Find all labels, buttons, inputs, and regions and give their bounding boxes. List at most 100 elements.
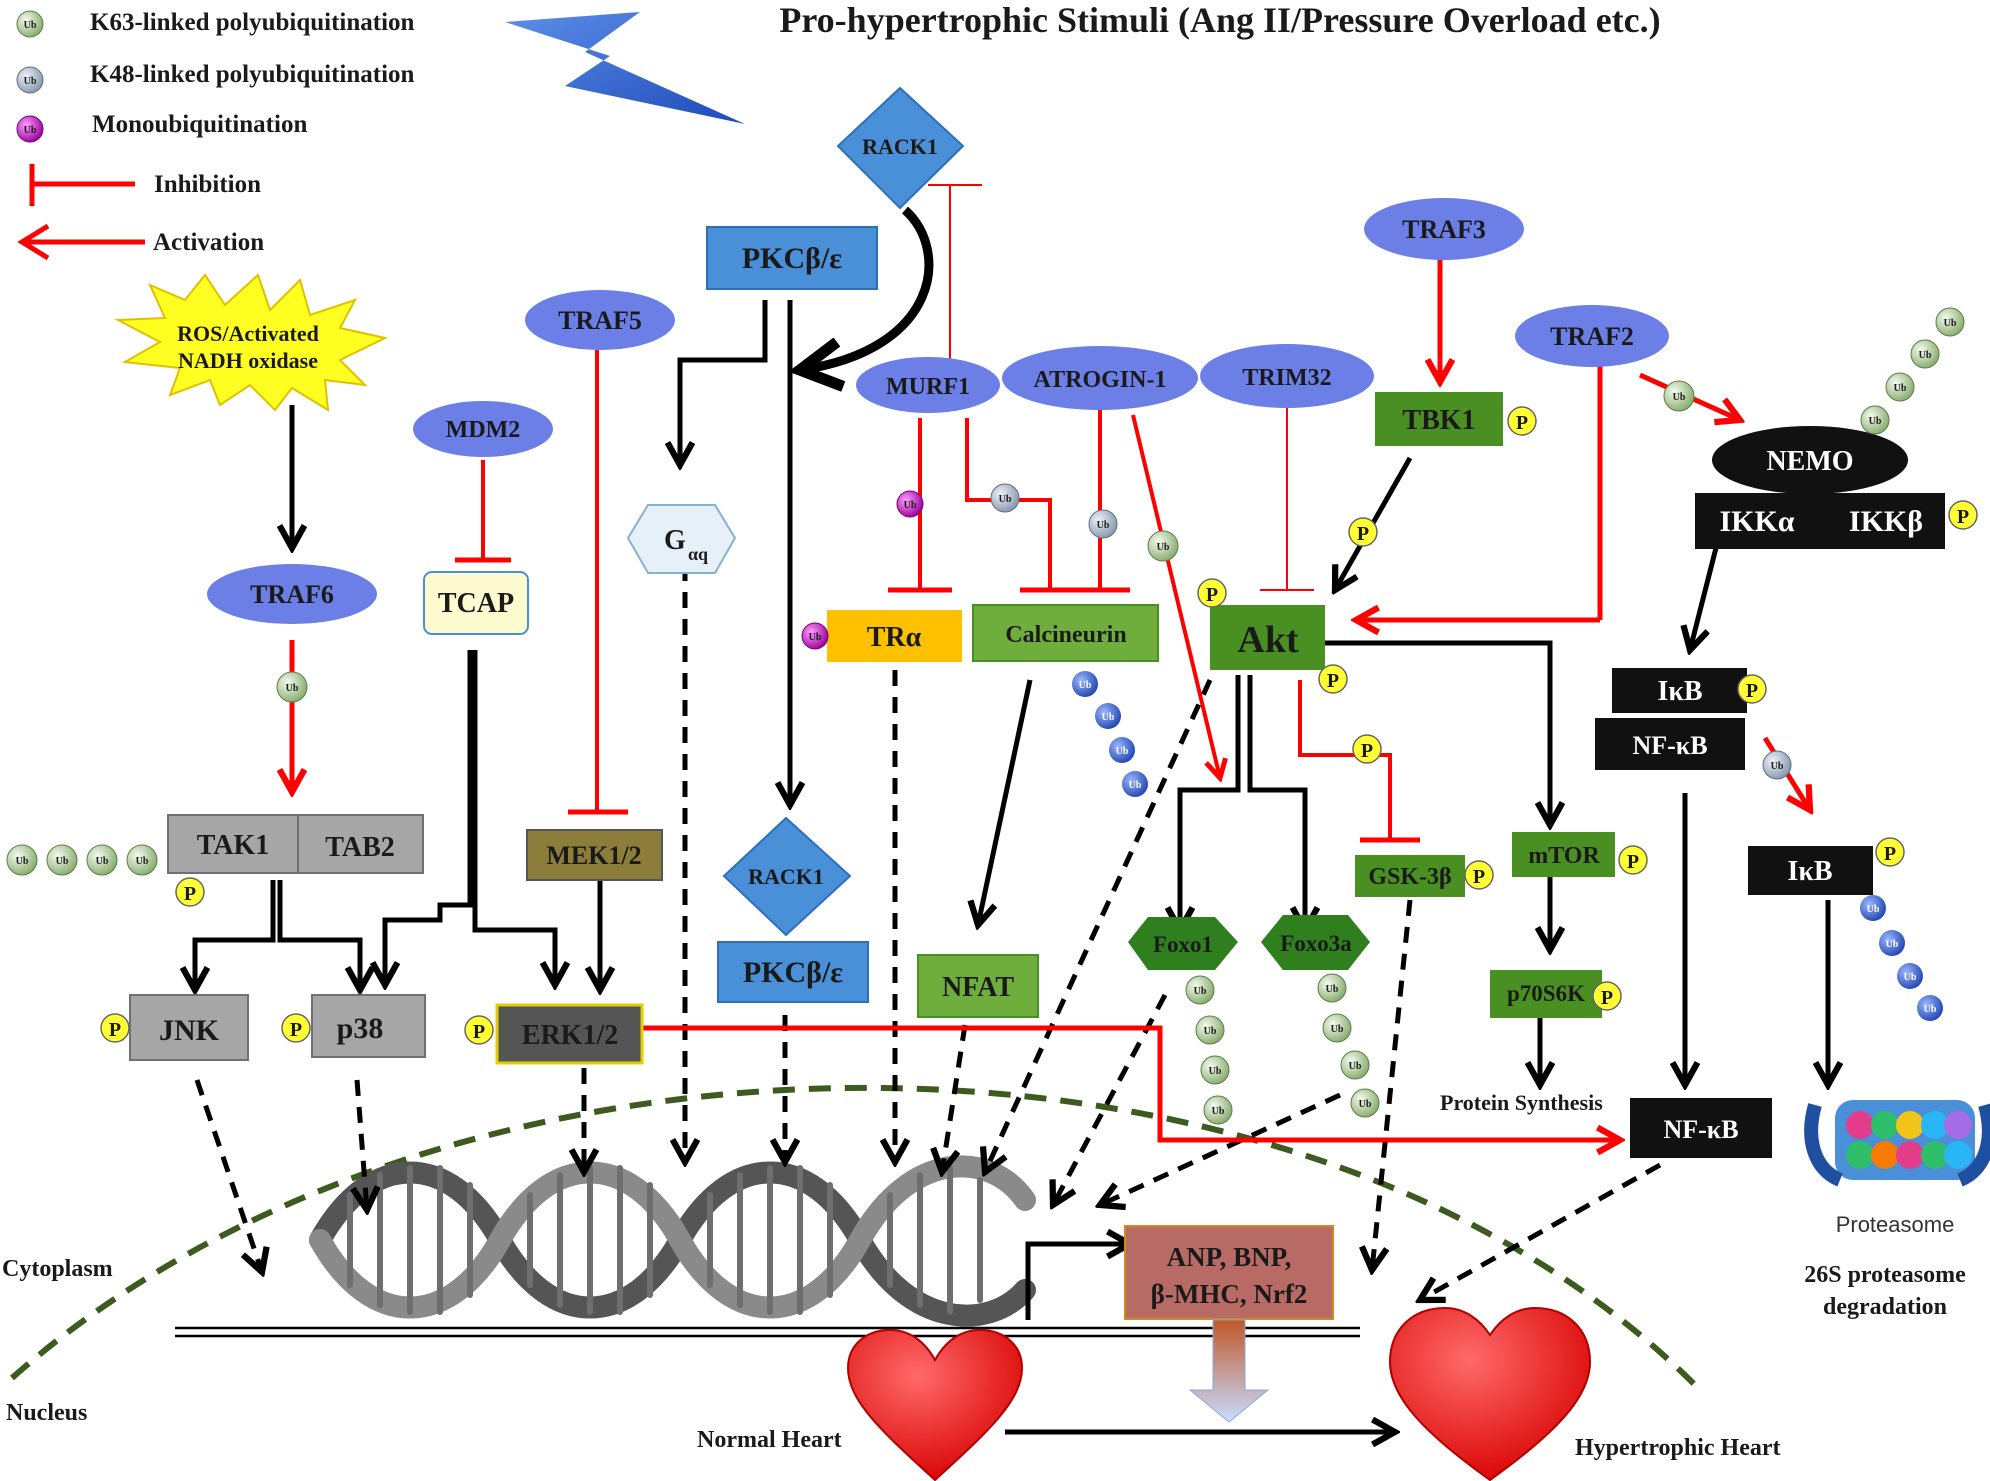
p-label: P <box>1627 851 1639 873</box>
k48-chain-ub-icon: Ub <box>1072 671 1098 697</box>
proteasome-image: Proteasome <box>1804 1100 1990 1237</box>
hypertrophic-heart-icon <box>1388 1306 1592 1481</box>
ub-label: Ub <box>1867 904 1880 915</box>
ub-label: Ub <box>904 500 917 511</box>
ub-label: Ub <box>136 856 149 867</box>
phospho-badge: P <box>100 1013 130 1043</box>
k63-ub-icon: Ub <box>1322 1013 1352 1043</box>
nfkb-top-node: NF-κB <box>1595 718 1745 770</box>
p70s6k-label: p70S6K <box>1507 981 1585 1006</box>
ikb-deg-label: IκB <box>1787 856 1832 887</box>
tbk1-node: TBK1 <box>1375 392 1503 446</box>
k63-ub-icon: Ub <box>1935 307 1965 337</box>
k63-ub-icon: Ub <box>1350 1088 1380 1118</box>
p-label: P <box>1884 843 1896 865</box>
nfkb-top-label: NF-κB <box>1632 731 1707 760</box>
traf2-label: TRAF2 <box>1550 322 1634 351</box>
nuclear-membrane <box>10 1084 1698 1388</box>
nuclear-translocation-arrows <box>194 565 1662 1300</box>
foxo3a-node: Foxo3a <box>1261 915 1370 970</box>
foxo1-label: Foxo1 <box>1153 932 1213 957</box>
nucleus-label: Nucleus <box>6 1400 87 1426</box>
gaq-subscript: αq <box>688 544 708 564</box>
ub-label: Ub <box>1359 1099 1372 1110</box>
tak1-label: TAK1 <box>197 830 270 861</box>
tab2-label: TAB2 <box>325 832 395 863</box>
jnk-label: JNK <box>159 1014 220 1047</box>
ub-label: Ub <box>1924 1004 1937 1015</box>
atrogin1-node: ATROGIN-1 <box>1002 346 1198 410</box>
ub-label: Ub <box>1102 712 1115 723</box>
ros-label-line1: ROS/Activated <box>177 321 319 346</box>
genes-label-line1: ANP, BNP, <box>1167 1242 1292 1272</box>
expression-arrow-icon <box>1188 1319 1270 1423</box>
gsk3b-label: GSK-3β <box>1368 864 1451 890</box>
cytoplasm-label: Cytoplasm <box>2 1256 113 1282</box>
phospho-badge: P <box>1197 578 1227 608</box>
k63-ub-icon: Ub <box>1340 1050 1370 1080</box>
nfkb-bottom-label: NF-κB <box>1663 1115 1738 1144</box>
ub-label: Ub <box>1349 1061 1362 1072</box>
atrogin1-label: ATROGIN-1 <box>1034 367 1167 393</box>
degradation-label-line1: 26S proteasome <box>1804 1262 1966 1288</box>
phospho-badge: P <box>175 877 205 907</box>
tcap-node: TCAP <box>423 571 529 635</box>
k48-ub-icon: Ub <box>990 483 1020 513</box>
mono-ub-icon <box>16 115 44 143</box>
p-label: P <box>1327 670 1339 692</box>
traf5-node: TRAF5 <box>525 290 675 350</box>
target-genes-node: ANP, BNP, β-MHC, Nrf2 <box>1124 1225 1334 1320</box>
inhibition-legend-icon <box>29 164 135 206</box>
foxo3a-label: Foxo3a <box>1280 931 1352 956</box>
rack1-top-node: RACK1 <box>836 86 965 210</box>
hypertrophic-heart-label: Hypertrophic Heart <box>1575 1435 1781 1461</box>
ubiquitin-beads: Ub Ub Ub Ub Ub Ub Ub Ub Ub Ub Ub Ub Ub U… <box>6 307 1965 1125</box>
k63-ub-icon: Ub <box>1185 975 1215 1005</box>
mtor-node: mTOR <box>1512 832 1615 877</box>
ikb-top-label: IκB <box>1657 676 1702 707</box>
tcap-label: TCAP <box>438 588 514 619</box>
ub-label: Ub <box>1079 680 1092 691</box>
ros-label-line2: NADH oxidase <box>178 348 318 373</box>
ub-label: Ub <box>1212 1106 1225 1117</box>
ub-label: Ub <box>999 494 1012 505</box>
ub-label: Ub <box>1904 972 1917 983</box>
k48-chain-ub-icon: Ub <box>1109 737 1135 763</box>
k63-ub-icon: Ub <box>1910 339 1940 369</box>
traf2-node: TRAF2 <box>1515 305 1669 367</box>
rack1-mid-node: RACK1 <box>722 816 852 937</box>
k63-ub-icon: Ub <box>1200 1055 1230 1085</box>
phospho-badge: P <box>1348 517 1378 547</box>
k48-chain-ub-icon: Ub <box>1860 895 1886 921</box>
ub-label: Ub <box>1886 939 1899 950</box>
p70s6k-node: p70S6K <box>1490 970 1602 1018</box>
ub-label: Ub <box>1204 1026 1217 1037</box>
ub-label: Ub <box>24 20 37 31</box>
ub-label: Ub <box>1771 761 1784 772</box>
ub-label: Ub <box>1894 383 1907 394</box>
k63-ub-icon: Ub <box>6 844 38 876</box>
mdm2-label: MDM2 <box>446 417 521 443</box>
normal-heart-icon <box>846 1328 1024 1481</box>
legend-activation-label: Activation <box>153 229 264 256</box>
proteasome-label: Proteasome <box>1836 1212 1955 1237</box>
ub-label: Ub <box>1194 986 1207 997</box>
degradation-label-line2: degradation <box>1823 1294 1947 1320</box>
ub-label: Ub <box>1129 780 1142 791</box>
p-label: P <box>290 1019 302 1041</box>
regulation-lines <box>292 184 1810 1140</box>
legend-inhibition-label: Inhibition <box>154 171 261 198</box>
ub-label: Ub <box>24 76 37 87</box>
k48-ub-icon: Ub <box>1088 509 1118 539</box>
ub-label: Ub <box>24 125 37 136</box>
tbk1-label: TBK1 <box>1402 405 1475 436</box>
k63-ub-icon: Ub <box>1885 372 1915 402</box>
erk-node: ERK1/2 <box>495 1003 644 1065</box>
p-label: P <box>1746 680 1758 702</box>
ub-label: Ub <box>1944 318 1957 329</box>
dna-helix-image <box>309 1155 1036 1327</box>
k48-ub-icon <box>16 66 44 94</box>
akt-node: Akt <box>1210 605 1325 670</box>
k63-ub-icon: Ub <box>1663 380 1695 412</box>
phospho-badge: P <box>1318 664 1348 694</box>
